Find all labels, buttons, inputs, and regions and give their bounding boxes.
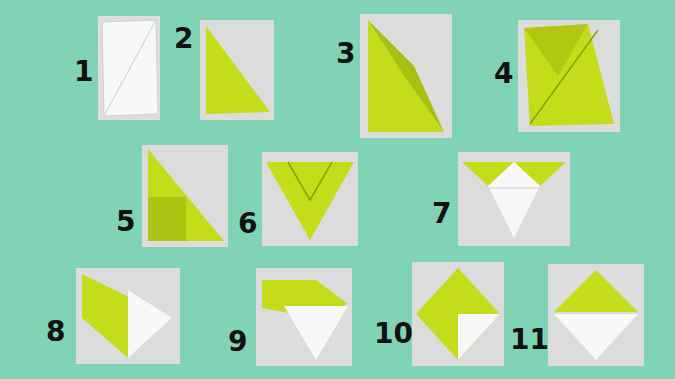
paper-fold [82,274,172,358]
step-number: 1 [74,58,93,86]
step-photo [518,20,620,132]
photo-ground [548,264,644,366]
photo-ground [518,20,620,132]
paper-white [488,162,540,238]
step-number: 4 [494,60,513,88]
step-number: 5 [116,208,135,236]
photo-ground [142,145,228,247]
photo-ground [200,20,274,120]
paper-flap [368,20,444,132]
step-photo [360,14,452,138]
step-number: 9 [228,328,247,356]
step-number: 3 [336,40,355,68]
paper-triangle [206,26,270,114]
step-photo [548,264,644,366]
step-number: 2 [174,25,193,53]
step-number: 7 [432,200,451,228]
step-number: 11 [510,326,549,354]
photo-ground [256,268,352,366]
paper-white [458,314,500,360]
crease-line [488,188,540,189]
step-number: 10 [374,320,413,348]
photo-ground [262,152,358,246]
step-photo [256,268,352,366]
step-photo [98,16,160,120]
paper-triangle [148,149,224,241]
paper-flap [148,197,186,241]
photo-ground [458,152,570,246]
step-photo [458,152,570,246]
step-photo [76,268,180,364]
photo-ground [412,262,504,366]
paper-fold [368,20,444,132]
paper-fold [524,24,614,126]
paper-triangle [554,270,638,312]
paper-white [284,306,348,360]
paper-white [554,314,638,360]
paper-white [128,290,172,358]
paper-diamond [416,268,500,360]
paper-flap [524,24,588,76]
crease-line [530,30,598,124]
photo-ground [360,14,452,138]
step-photo [200,20,274,120]
crease-line [288,162,332,200]
paper-triangle [266,162,354,240]
paper-square [102,20,158,116]
photo-ground [98,16,160,120]
photo-ground [76,268,180,364]
crease-line [104,20,156,116]
step-number: 8 [46,318,65,346]
step-number: 6 [238,210,257,238]
step-photo [262,152,358,246]
step-photo [142,145,228,247]
step-photo [412,262,504,366]
